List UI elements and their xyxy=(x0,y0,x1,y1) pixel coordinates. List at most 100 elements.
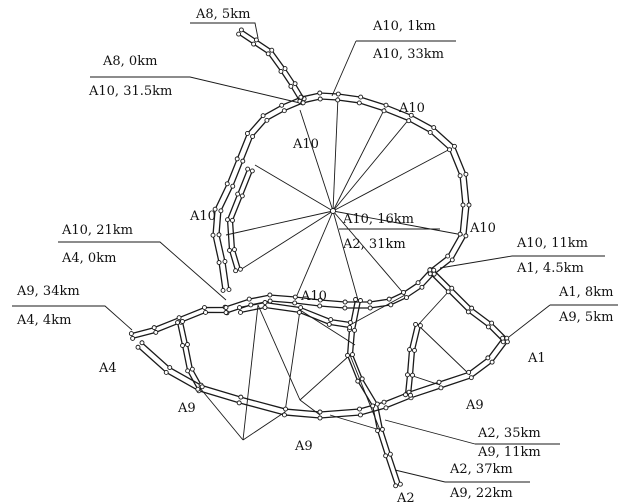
label-a1-8km: A1, 8km xyxy=(558,285,613,300)
road-a10-south-node xyxy=(246,296,252,302)
road-a10-west-node xyxy=(224,181,230,187)
label-leader-line xyxy=(504,304,551,341)
road-inner-d-node xyxy=(407,347,412,353)
road-label-a4: A4 xyxy=(98,361,117,376)
road-a9-node xyxy=(167,365,173,371)
road-a10-west-node xyxy=(240,158,246,164)
road-inner-d-carriageway-a xyxy=(404,324,417,395)
road-inner-c-node xyxy=(235,191,241,197)
label-a2-35km: A2, 35km xyxy=(477,426,541,441)
road-label-a9-right: A9 xyxy=(465,398,484,413)
road-a1-node xyxy=(485,324,491,330)
road-inner-a-node xyxy=(328,317,334,323)
road-a8-node xyxy=(269,47,275,53)
label-a10-11km: A10, 11km xyxy=(516,236,588,251)
road-inner-b-node xyxy=(180,343,186,348)
label-a8-5km: A8, 5km xyxy=(195,7,250,22)
road-a9-node xyxy=(466,369,472,375)
label-a9-34km: A9, 34km xyxy=(16,284,80,299)
road-a10-south-node xyxy=(419,284,425,290)
road-a10-west-node xyxy=(212,206,218,212)
label-leader-line xyxy=(58,241,227,301)
road-a8-node xyxy=(292,81,298,87)
label-a2-37km: A2, 37km xyxy=(449,462,513,477)
road-a10-east-node xyxy=(460,202,466,208)
road-a8-node xyxy=(251,41,257,47)
road-a10-west-node xyxy=(226,287,232,293)
road-a10-east-node xyxy=(383,102,389,108)
road-a10-east-node xyxy=(317,90,323,96)
road-a10-south-node xyxy=(367,305,373,311)
road-label-a10-inner: A10 xyxy=(300,289,327,304)
spoke-link xyxy=(239,210,334,271)
road-inner-a-node xyxy=(326,321,332,327)
spoke-link xyxy=(332,210,359,301)
road-a4-node xyxy=(128,331,134,337)
label-leader-line xyxy=(331,40,357,97)
road-inner-b-carriageway-a xyxy=(176,322,199,390)
road-a10-east-node xyxy=(445,253,451,259)
inner-link xyxy=(349,294,406,326)
road-a10-east-node xyxy=(358,94,364,100)
spoke-link xyxy=(294,210,334,301)
inner-link xyxy=(409,374,441,386)
road-a10-east-node xyxy=(335,91,341,97)
junction-nodes xyxy=(128,27,510,489)
road-inner-a-node xyxy=(347,320,353,325)
road-a10-west-node xyxy=(250,134,256,139)
inner-link xyxy=(284,309,301,413)
road-a10-east-node xyxy=(317,96,323,102)
road-inner-d-node xyxy=(408,392,413,398)
label-leader-line xyxy=(439,255,513,269)
road-a10-south-node xyxy=(342,305,348,311)
road-a9-node xyxy=(438,385,444,391)
road-a2-node xyxy=(355,378,361,384)
spoke-link xyxy=(332,210,464,236)
road-a9-node xyxy=(317,415,323,421)
road-a10-south-node xyxy=(267,298,273,304)
road-a10-south-node xyxy=(386,296,392,302)
road-a2-node xyxy=(397,481,403,487)
label-a10-21km: A10, 21km xyxy=(61,223,133,238)
road-inner-b-node xyxy=(185,368,191,374)
road-a1-node xyxy=(445,289,451,295)
road-a9-node xyxy=(236,400,242,406)
road-inner-b-node xyxy=(175,320,181,325)
road-inner-c-node xyxy=(239,193,245,199)
road-a9-node xyxy=(135,344,141,350)
road-inner-d-node xyxy=(413,321,419,327)
road-a2-node xyxy=(345,352,350,358)
inner-link xyxy=(242,304,259,441)
road-a8-node xyxy=(282,66,288,72)
road-a10-south-node xyxy=(317,297,323,303)
road-a10-east-node xyxy=(427,129,433,135)
road-label-a2: A2 xyxy=(396,491,415,504)
spoke-link xyxy=(254,164,334,212)
road-a2-node xyxy=(358,298,363,303)
road-a10-west-node xyxy=(234,156,240,162)
road-a10-west-node xyxy=(222,259,228,264)
road-a10-west-node xyxy=(260,113,266,119)
inner-link xyxy=(417,324,471,376)
road-a10-south-node xyxy=(415,280,421,286)
road-a9-node xyxy=(485,355,491,361)
road-a10-west-node xyxy=(218,208,224,214)
road-a10-east-node xyxy=(457,231,463,237)
label-a9-11km: A9, 11km xyxy=(477,445,541,460)
road-a10-east-node xyxy=(431,125,437,131)
road-a9-node xyxy=(139,340,145,346)
annotation-labels: A8, 5km A10, 1km A10, 33km A8, 0km A10, … xyxy=(16,7,613,501)
road-a9-node xyxy=(381,399,387,405)
road-a9-node xyxy=(281,412,287,418)
road-a9-node xyxy=(357,406,362,412)
leader-lines xyxy=(12,22,618,483)
road-a9-node xyxy=(500,335,506,341)
road-a1-node xyxy=(431,267,437,273)
road-a1-node xyxy=(465,309,471,315)
road-a10-south-node xyxy=(317,303,323,309)
road-a8-node xyxy=(236,31,242,37)
spoke-link xyxy=(332,96,339,212)
road-a10-west-node xyxy=(216,260,222,265)
inner-link xyxy=(349,354,381,431)
inner-link xyxy=(299,309,356,346)
